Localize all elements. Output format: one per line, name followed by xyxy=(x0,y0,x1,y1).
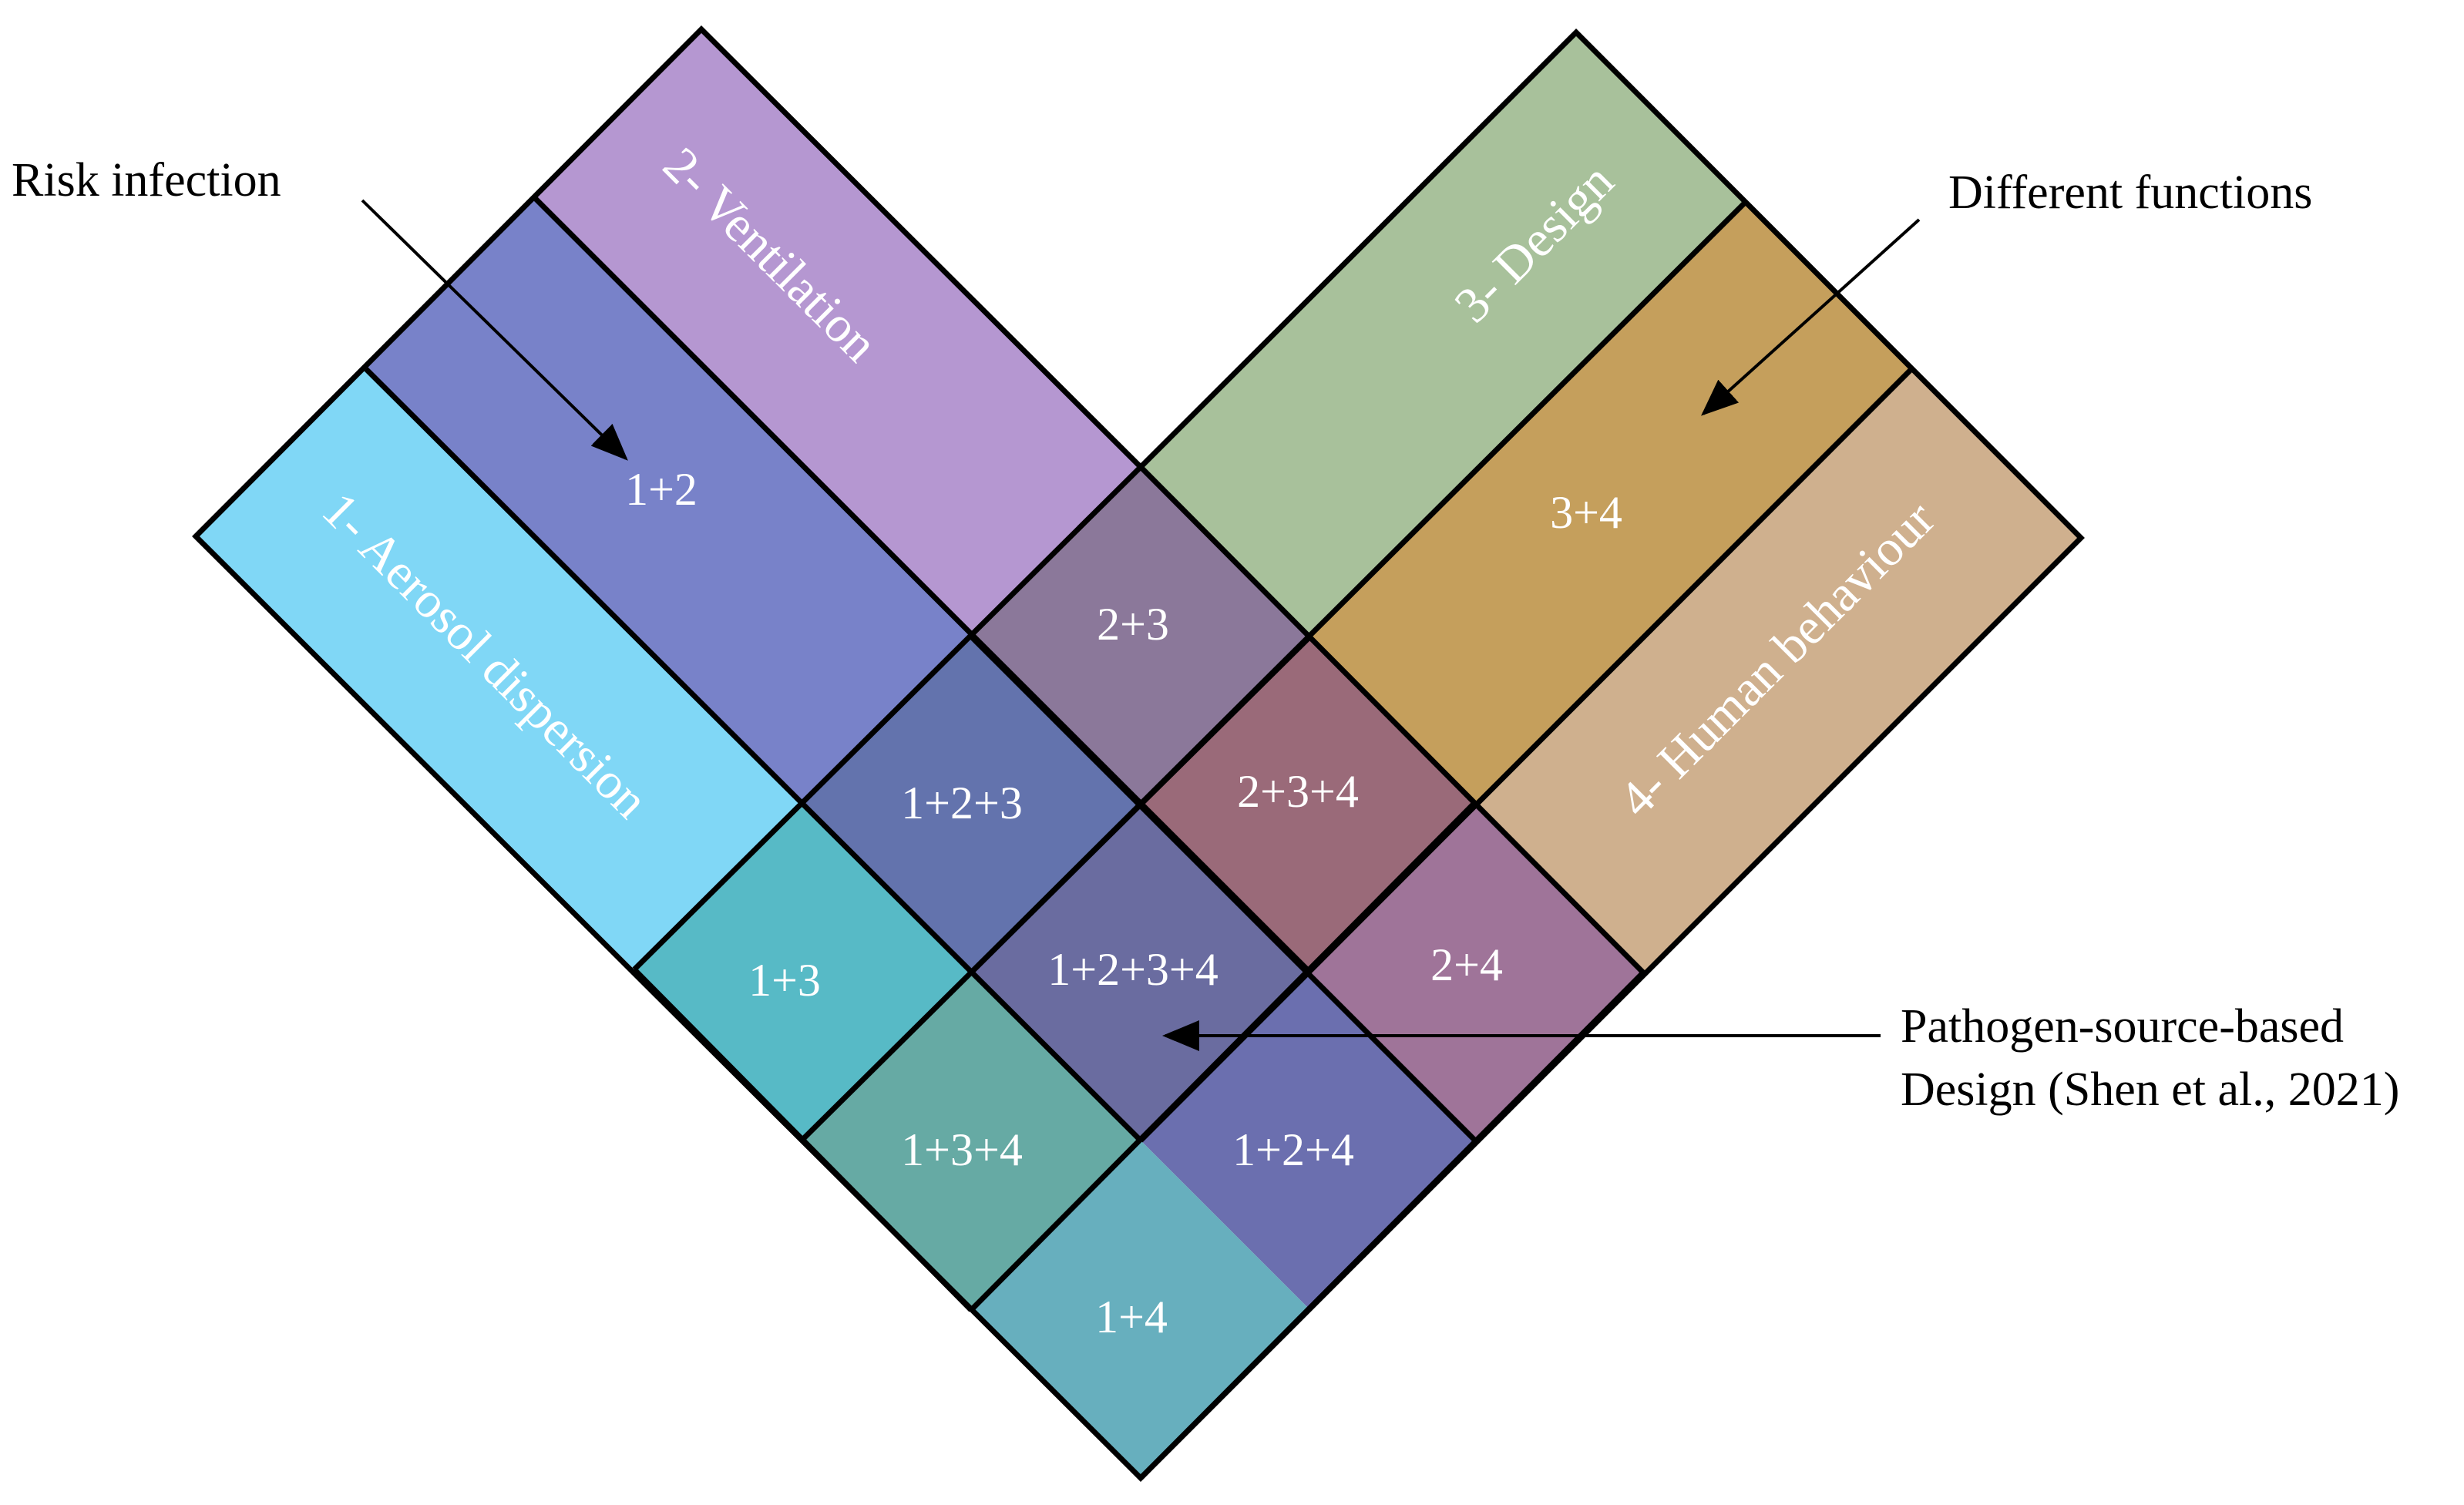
label-1-3: 1+3 xyxy=(748,955,821,1006)
label-3-4: 3+4 xyxy=(1550,487,1622,538)
label-2-4: 2+4 xyxy=(1430,939,1503,990)
band-aerosol-dispersion xyxy=(196,369,802,969)
label-1-4: 1+4 xyxy=(1095,1292,1168,1342)
annotation-risk-infection: Risk infection xyxy=(12,154,281,207)
annotation-different-functions: Different functions xyxy=(1948,166,2312,219)
cell-1-2 xyxy=(366,199,971,802)
label-1-2: 1+2 xyxy=(625,464,698,515)
annotation-pathogen-line2: Design (Shen et al., 2021) xyxy=(1901,1063,2399,1116)
label-2-3: 2+3 xyxy=(1097,599,1169,650)
cell-3-4 xyxy=(1310,202,1911,802)
label-1-2-3: 1+2+3 xyxy=(901,778,1023,828)
label-2-3-4: 2+3+4 xyxy=(1237,766,1359,817)
annotation-pathogen-line1: Pathogen-source-based xyxy=(1901,1000,2344,1053)
band-ventilation xyxy=(536,29,1141,637)
label-1-3-4: 1+3+4 xyxy=(901,1124,1023,1175)
arrow-different-functions xyxy=(1701,218,1921,416)
band-human-behaviour xyxy=(1475,369,2081,973)
band-design xyxy=(1141,32,1746,637)
label-1-2-4: 1+2+4 xyxy=(1232,1124,1354,1175)
grid-lines xyxy=(364,197,1914,1480)
arrow-risk-infection xyxy=(361,199,628,461)
label-1-2-3-4: 1+2+3+4 xyxy=(1047,944,1219,995)
